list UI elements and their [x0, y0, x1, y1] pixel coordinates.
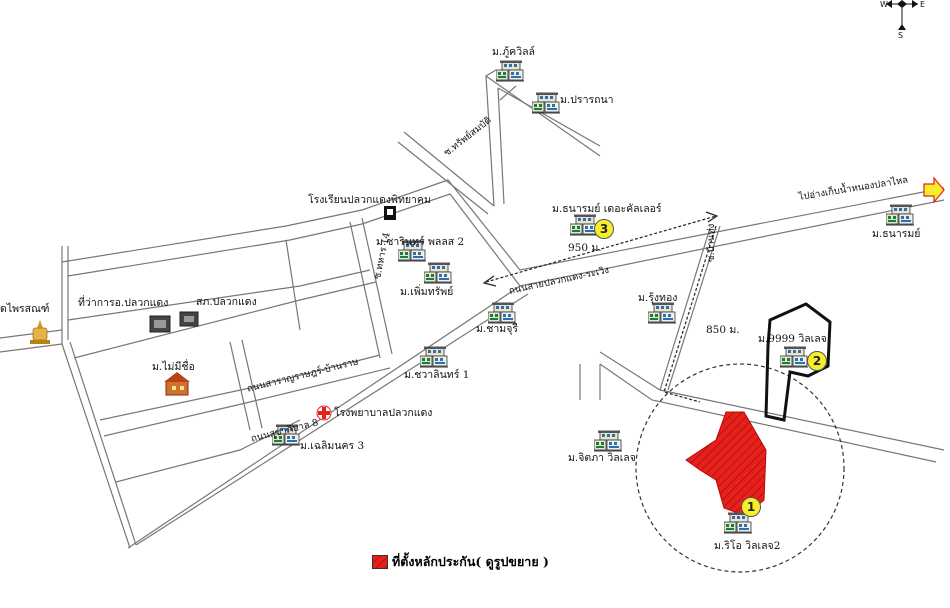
road-west-diagonal	[61, 343, 131, 549]
zoom-circle	[635, 363, 845, 573]
label-baan-tung: ซ.บ้านทุ่ง	[706, 223, 717, 262]
compass-s: S	[898, 31, 903, 40]
road-inner-h2	[73, 281, 377, 359]
distance-arrow-850	[663, 225, 717, 403]
label-village-charoen: ม.ชารินทร์ พลลส 2	[376, 236, 465, 248]
legend-swatch	[372, 555, 388, 569]
village-icon-phoem	[424, 262, 452, 284]
label-village-thanarom: ม.ธนารมย์	[872, 228, 921, 240]
village-icon-chitrapha	[594, 430, 622, 452]
road-east-lower-b	[599, 363, 937, 463]
village-icon-rung	[648, 302, 676, 324]
main-road-lower	[67, 193, 945, 287]
compass-w: W	[880, 0, 888, 9]
label-village-chitrapha: ม.จิตภา วิลเลจ	[568, 452, 636, 464]
label-village-thanarom-excel: ม.ธนารมย์ เดอะคัลเลอร์	[552, 203, 662, 215]
road-north-c	[485, 75, 601, 157]
label-village-9999: ม.9999 วิลเลจ	[758, 333, 827, 345]
label-police: สภ.ปลวกแดง	[196, 296, 257, 308]
road-inner-h1	[67, 269, 371, 321]
road-inner-v1b	[241, 339, 263, 429]
marker-3: 3	[594, 219, 614, 239]
label-village-phu: ม.ภู้ควิลล์	[492, 46, 535, 58]
hospital-icon	[316, 405, 332, 421]
label-village-charin: ม.ชวาลินทร์ 1	[404, 369, 470, 381]
label-hospital: โรงพยาบาลปลวกแดง	[334, 407, 433, 419]
road-sap-sombat	[403, 131, 495, 207]
map-legend: ที่ตั้งหลักประกัน( ดูรูปขยาย )	[372, 552, 549, 572]
arrowhead-950-left	[482, 275, 497, 287]
road-inner-v3b	[361, 217, 393, 355]
road-inner-h4	[103, 367, 391, 437]
marker-2: 2	[807, 351, 827, 371]
marker-1: 1	[741, 497, 761, 517]
village-icon-9999	[780, 346, 808, 368]
road-south-diagonal-b	[135, 293, 529, 546]
road-north-b	[497, 87, 505, 205]
label-distance-950: 950 ม.	[568, 242, 602, 254]
compass-icon	[886, 0, 918, 30]
road-network	[0, 69, 945, 549]
compass-e: E	[920, 0, 925, 9]
road-north-d	[497, 87, 601, 147]
road-north-e	[499, 85, 517, 101]
village-icon-thanarom	[886, 204, 914, 226]
road-sap-sombat-b	[397, 141, 489, 215]
collateral-parcel	[685, 411, 767, 517]
police-icon	[179, 311, 199, 327]
label-village-rung: ม.รุ้งทอง	[638, 292, 678, 304]
road-temple-lower	[0, 343, 63, 353]
school-icon	[384, 206, 396, 220]
road-baan-tung-a	[659, 227, 711, 391]
distance-arrows	[485, 215, 717, 403]
road-west-diagonal-b	[69, 341, 137, 546]
village-icon-charm	[488, 302, 516, 324]
legend-label: ที่ตั้งหลักประกัน( ดูรูปขยาย )	[392, 554, 549, 569]
road-north-a	[485, 69, 497, 207]
temple-icon	[30, 320, 50, 344]
label-temple: ดไพรสณฑ์	[0, 303, 50, 315]
road-temple-upper	[0, 329, 63, 339]
arrowheads	[482, 211, 719, 287]
label-village-rio: ม.ริโอ วิลเลจ2	[714, 540, 781, 552]
road-inner-v2	[285, 239, 301, 331]
village-icon-phu	[496, 60, 524, 82]
main-road-upper	[61, 179, 945, 271]
road-inner-h3	[99, 354, 381, 421]
label-distance-850: 850 ม.	[706, 324, 740, 336]
label-village-phoem: ม.เพิ่มทรัพย์	[400, 286, 454, 298]
no-name-village-icon	[164, 372, 190, 396]
road-baan-tung-b	[667, 225, 721, 391]
arrowhead-950-right	[705, 211, 719, 223]
district-office-icon	[149, 315, 171, 333]
label-village-prathana: ม.ปรารถนา	[560, 94, 614, 106]
label-district-office: ที่ว่าการอ.ปลวกแดง	[78, 297, 169, 309]
road-east-lower-a	[599, 351, 945, 451]
road-inner-v1	[229, 341, 251, 431]
label-village-chaloem: ม.เฉลิมนคร 3	[300, 440, 365, 452]
label-school: โรงเรียนปลวกแดงพิทยาคม	[308, 194, 431, 206]
reservoir-arrow	[923, 176, 945, 204]
road-inner-v3	[349, 221, 381, 359]
village-icon-prathana	[532, 92, 560, 114]
village-9999-boundary	[764, 302, 832, 422]
label-village-charm: ม.ชามจุรี	[476, 323, 518, 335]
label-village-no-name: ม.ไม่มีชื่อ	[152, 361, 195, 373]
